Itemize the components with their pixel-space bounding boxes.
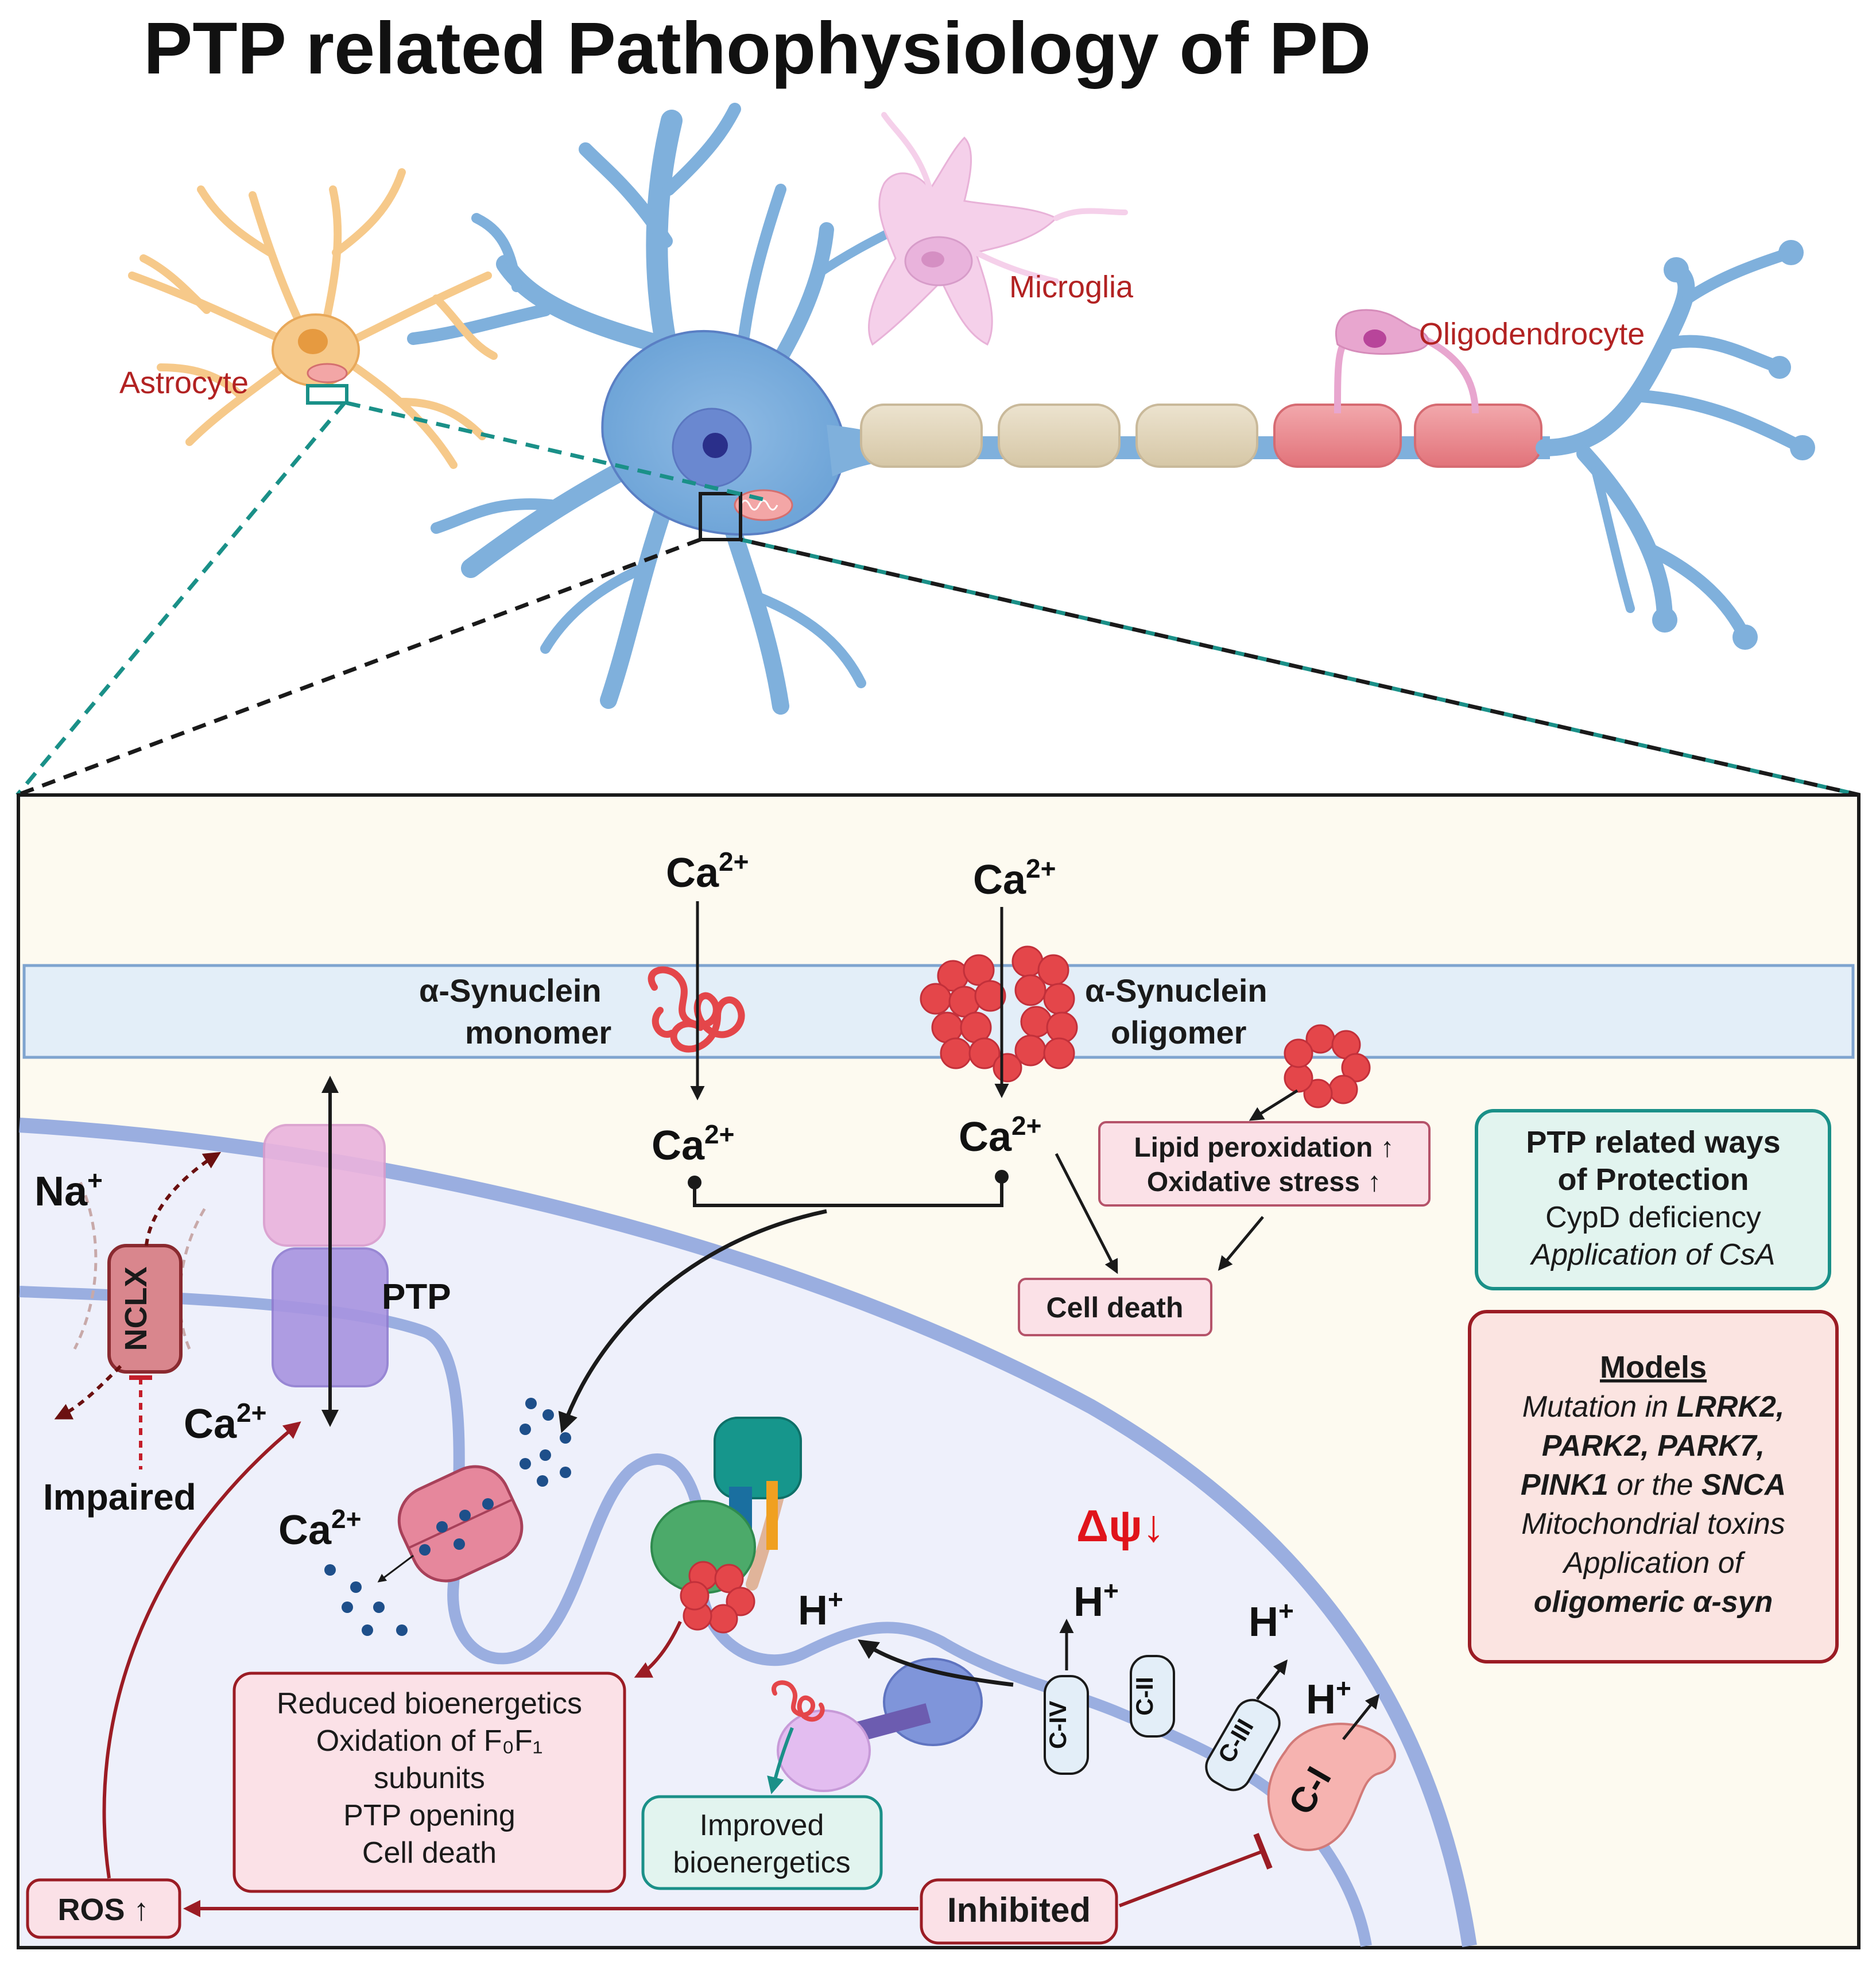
h-label-3: H+ <box>1249 1596 1294 1645</box>
svg-text:CypD deficiency: CypD deficiency <box>1545 1201 1761 1234</box>
synuclein-monomer-small-icon <box>772 1680 825 1722</box>
atp-synthase-icon <box>650 1417 802 1594</box>
svg-text:Oxidation of F₀F₁: Oxidation of F₀F₁ <box>316 1724 543 1758</box>
microglia <box>868 112 1128 346</box>
ca-label-top-right: Ca2+ <box>973 854 1056 903</box>
ptp-label: PTP <box>382 1277 451 1317</box>
models-box: Models Mutation in LRRK2, PARK2, PARK7, … <box>1468 1310 1839 1663</box>
ca-label-mid-left: Ca2+ <box>652 1119 735 1169</box>
oligodendrocyte <box>1334 309 1479 414</box>
synuclein-oligomer-atp-icon <box>680 1561 755 1634</box>
svg-text:Reduced bioenergetics: Reduced bioenergetics <box>277 1687 582 1720</box>
svg-text:Lipid peroxidation ↑: Lipid peroxidation ↑ <box>1134 1133 1394 1163</box>
astrocyte <box>128 168 498 469</box>
svg-text:Cell death: Cell death <box>1046 1292 1184 1324</box>
ca-label-top-left: Ca2+ <box>666 847 749 896</box>
neuron-zoom-box <box>699 492 742 541</box>
svg-text:Mitochondrial toxins: Mitochondrial toxins <box>1521 1507 1785 1541</box>
protection-box: PTP related ways of Protection CypD defi… <box>1475 1109 1831 1290</box>
svg-text:subunits: subunits <box>374 1762 485 1795</box>
svg-text:Mutation in LRRK2,: Mutation in LRRK2, <box>1522 1390 1785 1424</box>
ca-dots-outer <box>520 1398 571 1487</box>
monomer-label-line1: α-Synuclein <box>419 972 602 1009</box>
microglia-label: Microglia <box>1009 270 1134 304</box>
synuclein-monomer-icon <box>648 966 745 1053</box>
svg-text:PTP opening: PTP opening <box>343 1799 515 1832</box>
reduced-bioenergetics-box: Reduced bioenergetics Oxidation of F₀F₁ … <box>232 1672 626 1893</box>
svg-text:PARK2, PARK7,: PARK2, PARK7, <box>1542 1429 1765 1463</box>
svg-text:C-IV: C-IV <box>1044 1701 1071 1749</box>
uniporter-icon <box>397 1465 524 1583</box>
ros-box: ROS ↑ <box>26 1878 181 1939</box>
inhibition-bar <box>1118 1833 1273 1907</box>
complex-i-icon: C-I <box>1267 1694 1396 1851</box>
ptp-complex-icon <box>263 1076 389 1427</box>
cell-death-box: Cell death <box>1018 1278 1212 1336</box>
svg-text:Improved: Improved <box>700 1809 824 1842</box>
inhibited-box: Inhibited <box>920 1878 1118 1945</box>
monomer-label-line2: monomer <box>465 1014 611 1050</box>
svg-text:Application of CsA: Application of CsA <box>1530 1238 1776 1271</box>
complex-ii-icon: C-II <box>1130 1655 1175 1738</box>
complex-v-icon <box>777 1658 983 1792</box>
svg-text:bioenergetics: bioenergetics <box>673 1846 850 1879</box>
svg-text:ROS ↑: ROS ↑ <box>57 1893 149 1927</box>
oligomer-label-line2: oligomer <box>1111 1014 1246 1050</box>
svg-text:Cell death: Cell death <box>362 1836 497 1870</box>
svg-text:PINK1 or the SNCA: PINK1 or the SNCA <box>1521 1468 1786 1502</box>
zoom-lines <box>15 401 1861 797</box>
svg-text:PTP related ways: PTP related ways <box>1526 1125 1780 1160</box>
svg-text:oligomeric α-syn: oligomeric α-syn <box>1534 1585 1773 1619</box>
stress-box: Lipid peroxidation ↑ Oxidative stress ↑ <box>1098 1121 1431 1207</box>
impaired-label: Impaired <box>43 1476 196 1518</box>
neuron <box>407 103 1815 715</box>
svg-text:Oxidative stress ↑: Oxidative stress ↑ <box>1147 1167 1381 1197</box>
svg-text:C-II: C-II <box>1131 1677 1158 1716</box>
ca-label-nclx: Ca2+ <box>184 1398 267 1447</box>
h-label-4: H+ <box>1306 1673 1351 1723</box>
h-label-1: H+ <box>798 1584 843 1634</box>
diagram-title: PTP related Pathophysiology of PD <box>144 7 1371 90</box>
svg-text:Inhibited: Inhibited <box>947 1891 1091 1929</box>
nclx-exchanger-icon: NCLX <box>54 1151 222 1469</box>
improved-bioenergetics-box: Improved bioenergetics <box>641 1795 883 1890</box>
synuclein-oligomer-icon <box>920 945 1078 1083</box>
svg-text:NCLX: NCLX <box>119 1267 153 1351</box>
delta-psi-label: Δψ↓ <box>1076 1500 1165 1551</box>
astrocyte-zoom-box <box>306 384 348 405</box>
ca-bracket <box>693 1177 1003 1207</box>
oligodendrocyte-label: Oligodendrocyte <box>1419 317 1645 351</box>
ca-dots-inner <box>324 1564 408 1636</box>
neuron-mitochondrion <box>734 489 793 521</box>
ca-label-mid-right: Ca2+ <box>959 1111 1042 1160</box>
astrocyte-label: Astrocyte <box>119 366 249 400</box>
na-label: Na+ <box>34 1165 103 1215</box>
ca-label-matrix: Ca2+ <box>278 1504 362 1553</box>
h-label-2: H+ <box>1073 1576 1119 1625</box>
svg-text:of Protection: of Protection <box>1558 1162 1749 1197</box>
oligomer-label-line1: α-Synuclein <box>1085 972 1268 1009</box>
complex-iv-icon: C-IV <box>1044 1619 1089 1775</box>
myelin-sheaths <box>860 404 1542 468</box>
svg-text:Models: Models <box>1600 1350 1707 1385</box>
synuclein-oligomer-ring-icon <box>1284 1024 1371 1108</box>
svg-text:Application of: Application of <box>1562 1546 1746 1580</box>
